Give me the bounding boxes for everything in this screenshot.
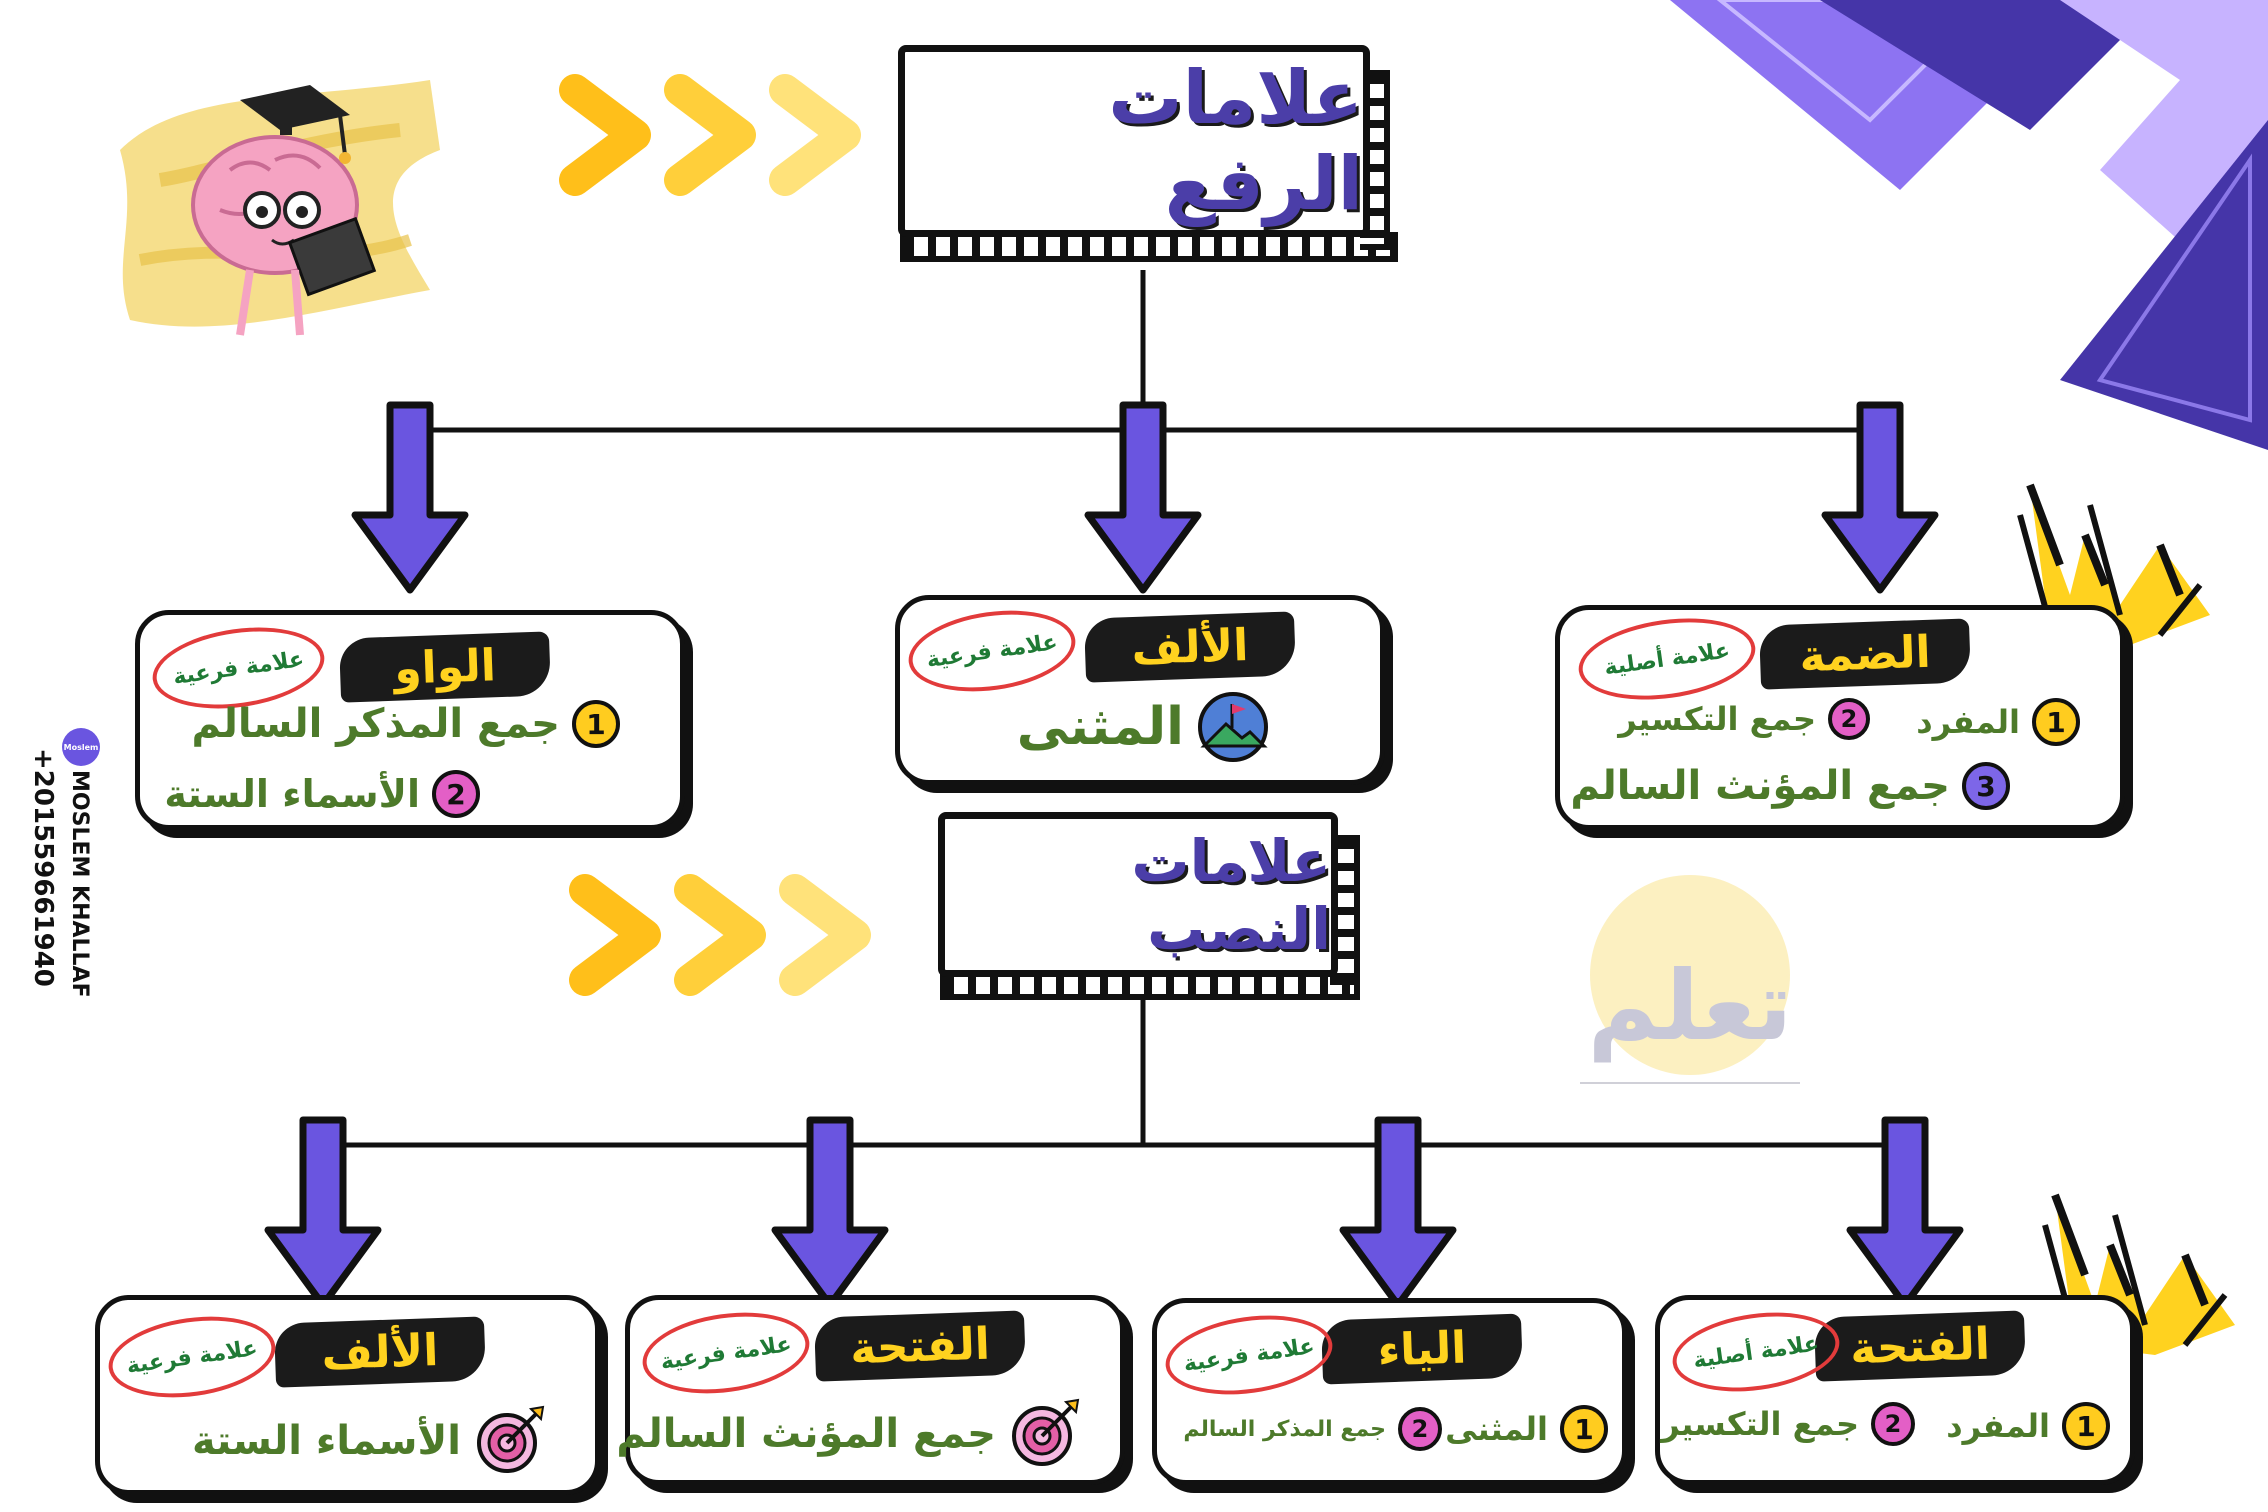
list-item: المثنى (1017, 690, 1270, 764)
card-nasb-fatha-asl: الفتحة علامة أصلية 1 المفرد 2 جمع التكسي… (1655, 1295, 2135, 1485)
brain-mascot-icon (120, 80, 440, 336)
down-arrow-icon (1084, 401, 1202, 594)
corner-decoration (1670, 0, 2268, 450)
badge-far: علامة فرعية (1160, 1305, 1338, 1405)
author-name: MOSLEM KHALLAF (67, 770, 92, 998)
badge-far: علامة فرعية (637, 1302, 815, 1404)
number-badge: 1 (2032, 698, 2080, 746)
list-item: 3 جمع المؤنث السالم (1570, 762, 2010, 810)
list-item: 1 المثنى (1445, 1405, 1608, 1453)
card-heading: الياء (1320, 1313, 1524, 1385)
card-heading: الفتحة (813, 1310, 1027, 1382)
list-item: الأسماء الستة (192, 1405, 545, 1477)
mountain-flag-icon (1198, 692, 1268, 762)
chevron-arrows-icon (559, 74, 861, 196)
list-item: 2 الأسماء الستة (164, 770, 480, 818)
number-badge: 3 (1962, 762, 2010, 810)
badge-far: علامة فرعية (103, 1306, 281, 1408)
number-badge: 2 (1398, 1407, 1442, 1451)
down-arrow-icon (351, 401, 469, 594)
chevron-arrows-icon (569, 874, 871, 996)
number-badge: 2 (1828, 698, 1870, 740)
number-badge: 1 (572, 700, 620, 748)
list-item: 1 المفرد (1946, 1402, 2110, 1450)
target-icon (477, 1405, 545, 1473)
author-phone: +201559661940 (28, 748, 58, 987)
number-badge: 2 (432, 770, 480, 818)
number-badge: 1 (1560, 1405, 1608, 1453)
down-arrow-icon (264, 1116, 382, 1309)
author-logo: Moslem (62, 728, 100, 766)
watermark-word: تعلم (1587, 950, 1793, 1062)
card-nasb-ya: الياء علامة فرعية 1 المثنى 2 جمع المذكر … (1152, 1298, 1627, 1485)
card-raf-damma: الضمة علامة أصلية 1 المفرد 2 جمع التكسير… (1555, 605, 2125, 830)
badge-asl: علامة أصلية (1667, 1302, 1845, 1402)
list-item: 1 جمع المذكر السالم (192, 700, 620, 748)
card-heading: الألف (1083, 611, 1297, 683)
list-item: 2 جمع التكسير (1661, 1402, 1915, 1446)
title-raf-box: علامات الرفع (898, 45, 1370, 237)
card-heading: الفتحة (1813, 1310, 2027, 1382)
card-heading: الضمة (1758, 618, 1972, 690)
card-raf-alif: الألف علامة فرعية المثنى (895, 595, 1385, 785)
down-arrow-icon (1846, 1116, 1964, 1309)
list-item: 2 جمع التكسير (1618, 698, 1870, 740)
card-heading: الواو (338, 631, 552, 703)
list-item: 1 المفرد (1916, 698, 2080, 746)
title-nasb-box: علامات النصب (938, 812, 1338, 977)
target-icon (1012, 1398, 1080, 1466)
title-stripe (900, 232, 1398, 262)
list-item: جمع المؤنث السالم (616, 1398, 1080, 1470)
number-badge: 2 (1871, 1402, 1915, 1446)
down-arrow-icon (1339, 1116, 1457, 1309)
down-arrow-icon (1821, 401, 1939, 594)
number-badge: 1 (2062, 1402, 2110, 1450)
title-nasb: علامات النصب (1131, 826, 1331, 963)
card-raf-waw: الواو علامة فرعية 1 جمع المذكر السالم 2 … (135, 610, 685, 830)
list-item: 2 جمع المذكر السالم (1183, 1407, 1442, 1451)
badge-far: علامة فرعية (903, 600, 1081, 702)
card-heading: الألف (273, 1316, 487, 1388)
watermark: تعلم (1570, 870, 1810, 1090)
title-raf: علامات الرفع (1108, 55, 1363, 227)
card-nasb-alif: الألف علامة فرعية الأسماء الستة (95, 1295, 600, 1495)
card-nasb-fatha-far: الفتحة علامة فرعية جمع المؤنث السالم (616, 1295, 1125, 1485)
badge-asl: علامة أصلية (1573, 607, 1761, 711)
down-arrow-icon (771, 1116, 889, 1309)
